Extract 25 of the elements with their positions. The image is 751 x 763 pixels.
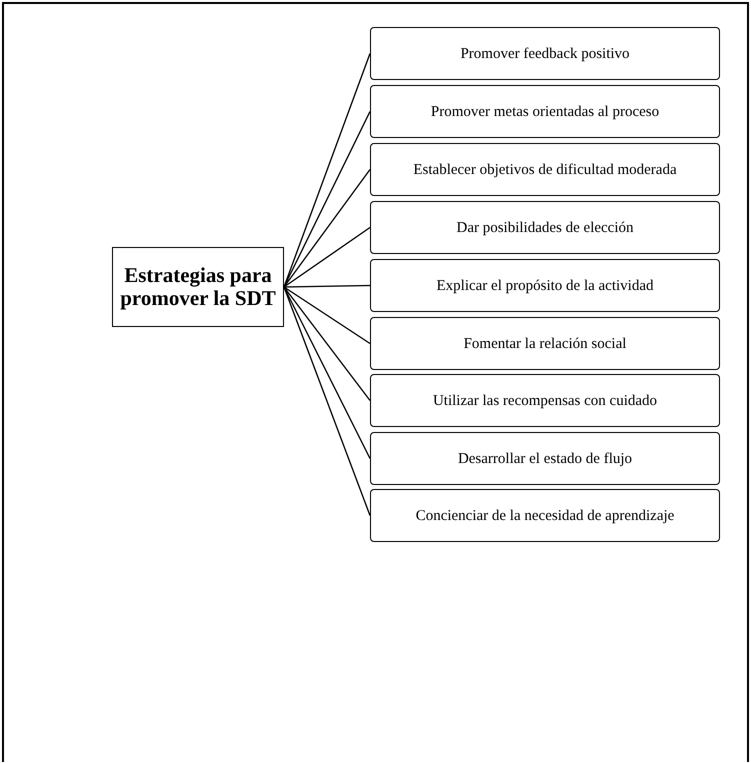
strategy-text: Promover metas orientadas al proceso bbox=[430, 102, 660, 120]
strategy-box bbox=[370, 317, 720, 370]
strategy-box bbox=[370, 85, 720, 138]
topic-box bbox=[112, 247, 284, 327]
strategy-text: Concienciar de la necesidad de aprendizaje bbox=[416, 506, 674, 524]
strategy-box bbox=[370, 374, 720, 427]
strategy-box bbox=[370, 489, 720, 542]
strategy-text: Establecer objetivos de dificultad moderada bbox=[413, 160, 677, 178]
strategy-text: Dar posibilidades de elección bbox=[456, 218, 634, 236]
strategy-text: Utilizar las recompensas con cuidado bbox=[432, 392, 658, 410]
connector-line bbox=[284, 284, 370, 288]
strategy-box bbox=[370, 143, 720, 196]
strategy-text: Fomentar la relación social bbox=[464, 334, 626, 352]
strategy-box bbox=[370, 201, 720, 254]
connector-line bbox=[284, 226, 370, 288]
connector-line bbox=[283, 169, 371, 288]
strategy-text: Explicar el propósito de la actividad bbox=[436, 276, 654, 294]
strategy-text: Promover feedback positivo bbox=[460, 44, 630, 62]
strategy-text: Desarrollar el estado de flujo bbox=[458, 450, 632, 468]
connector-line bbox=[283, 286, 371, 401]
strategy-box bbox=[370, 259, 720, 312]
topic-title: Estrategias para promover la SDT bbox=[119, 264, 277, 310]
strategy-box bbox=[370, 432, 720, 485]
connector-line bbox=[284, 286, 370, 344]
strategy-box bbox=[370, 27, 720, 80]
